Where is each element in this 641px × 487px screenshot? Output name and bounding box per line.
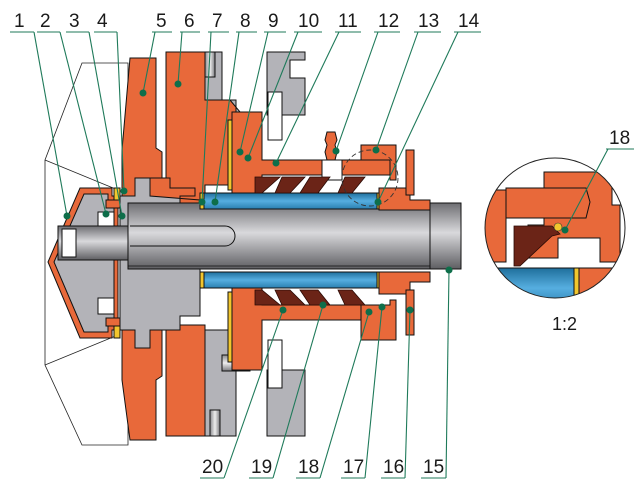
detail-scale-label: 1:2 xyxy=(552,314,577,334)
leader-line xyxy=(375,31,419,151)
leader-dot xyxy=(102,210,110,218)
shaft xyxy=(57,202,462,270)
callout-number: 20 xyxy=(202,457,223,478)
callout-14: 14 xyxy=(374,11,481,206)
leader-line xyxy=(272,304,324,479)
leader-dot xyxy=(174,80,182,88)
detail-callout-18: 18 xyxy=(561,128,634,234)
callout-13: 13 xyxy=(372,11,441,154)
callout-number: 2 xyxy=(40,11,51,32)
leader-dot xyxy=(139,89,147,97)
callout-number: 1 xyxy=(14,11,25,32)
leader-dot xyxy=(118,212,126,220)
leader-line xyxy=(364,306,383,479)
leader-line xyxy=(404,309,411,479)
leader-dot xyxy=(279,306,287,314)
callout-number: 14 xyxy=(458,11,480,32)
callout-11: 11 xyxy=(272,11,361,167)
leader-dot xyxy=(374,198,382,206)
callout-number: 3 xyxy=(69,11,80,32)
callout-7: 7 xyxy=(198,11,229,206)
callout-16: 16 xyxy=(381,306,414,479)
callout-2: 2 xyxy=(37,11,110,218)
leader-line xyxy=(201,31,212,203)
leader-dot xyxy=(198,198,206,206)
callout-17: 17 xyxy=(341,303,386,479)
detail-marker-circle xyxy=(341,149,399,207)
leader-dot xyxy=(319,301,327,309)
flush-nipple xyxy=(321,131,343,181)
leader-dot xyxy=(365,308,373,316)
callout-20: 20 xyxy=(200,306,287,479)
callout-10: 10 xyxy=(244,11,322,162)
bellows-rings xyxy=(254,176,366,306)
leader-dot xyxy=(406,306,414,314)
leader-line xyxy=(445,269,450,479)
callout-15: 15 xyxy=(421,266,453,479)
leader-line xyxy=(319,311,370,479)
leader-line xyxy=(335,31,379,152)
leader-dot xyxy=(120,187,128,195)
callout-number: 16 xyxy=(383,457,404,478)
callout-number: 6 xyxy=(184,11,195,32)
leader-line xyxy=(275,31,340,164)
callout-number: 8 xyxy=(240,11,251,32)
leader-dot xyxy=(378,303,386,311)
callout-number: 11 xyxy=(338,11,358,32)
leader-dot xyxy=(332,147,340,155)
leader-dot xyxy=(244,154,252,162)
leader-dot xyxy=(372,146,380,154)
callout-number: 15 xyxy=(423,457,444,478)
callout-18: 18 xyxy=(296,308,373,479)
leader-line xyxy=(33,31,68,217)
callout-number: 12 xyxy=(378,11,399,32)
callout-number: 9 xyxy=(268,11,279,32)
leader-line xyxy=(377,31,459,203)
callout-8: 8 xyxy=(211,11,257,206)
washers xyxy=(97,187,121,339)
leader-dot xyxy=(561,226,569,234)
top-labels: 1 2 3 4 5 6 7 8 9 10 11 12 13 14 xyxy=(10,11,481,220)
leader-dot xyxy=(272,159,280,167)
callout-4: 4 xyxy=(94,11,128,195)
leader-line xyxy=(247,31,299,159)
leader-line xyxy=(214,31,240,203)
callout-number: 10 xyxy=(298,11,319,32)
leader-line xyxy=(177,31,183,85)
callout-6: 6 xyxy=(174,11,200,88)
leader-dot xyxy=(63,212,71,220)
callout-number: 19 xyxy=(251,457,272,478)
callout-number: 7 xyxy=(212,11,223,32)
bottom-labels: 20 19 18 17 16 15 xyxy=(200,266,453,479)
leader-dot xyxy=(211,198,219,206)
callout-number: 18 xyxy=(298,457,319,478)
callout-12: 12 xyxy=(332,11,400,155)
leader-line xyxy=(142,31,156,94)
callout-5: 5 xyxy=(139,11,172,97)
callout-number: 17 xyxy=(343,457,364,478)
callout-number: 18 xyxy=(609,128,630,149)
leader-dot xyxy=(236,148,244,156)
callout-number: 4 xyxy=(97,11,108,32)
callout-number: 13 xyxy=(418,11,439,32)
leader-line xyxy=(59,31,107,215)
leader-line xyxy=(223,309,284,479)
leader-dot xyxy=(445,266,453,274)
leader-line xyxy=(116,31,125,192)
leader-line xyxy=(88,31,123,217)
callout-1: 1 xyxy=(10,11,71,220)
leader-line xyxy=(564,148,609,231)
leader-line xyxy=(239,31,269,153)
callout-3: 3 xyxy=(66,11,126,220)
callout-9: 9 xyxy=(236,11,286,156)
callout-number: 5 xyxy=(156,11,167,32)
detail-view: 18 1:2 xyxy=(484,128,634,334)
callout-19: 19 xyxy=(249,301,327,479)
